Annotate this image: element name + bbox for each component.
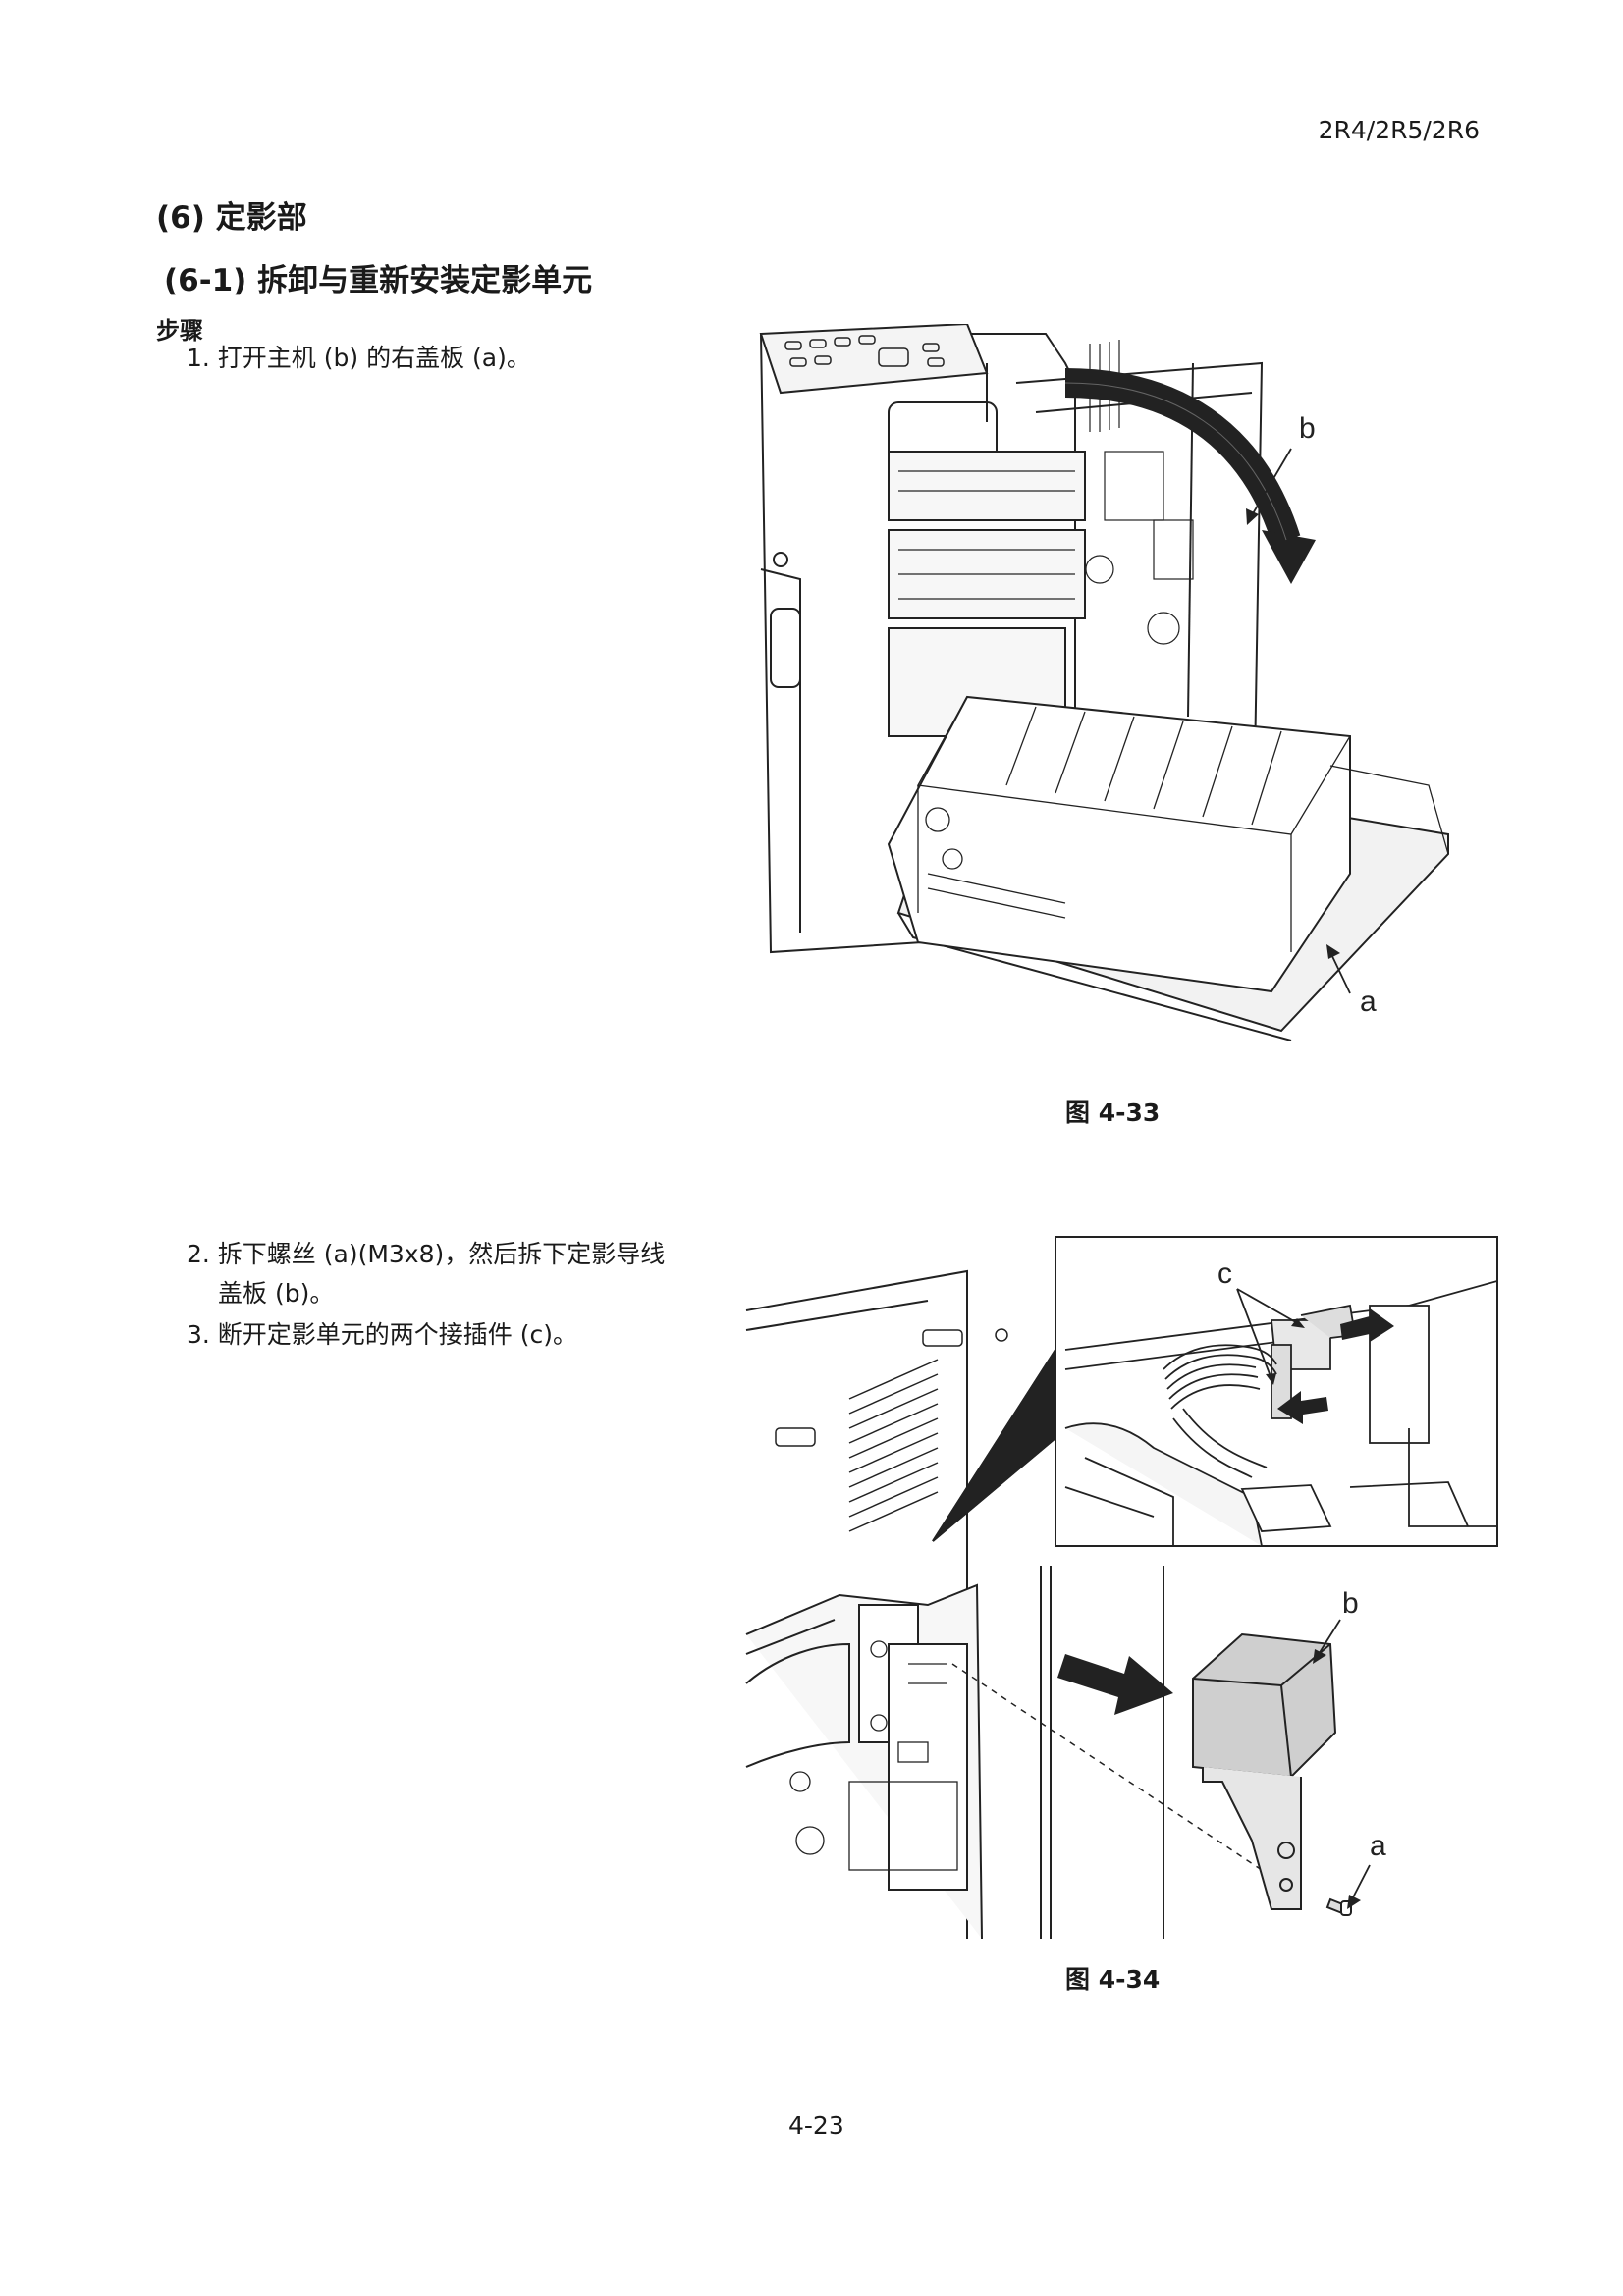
subsection-title: (6-1) 拆卸与重新安装定影单元 — [164, 263, 593, 298]
page-number: 4-23 — [788, 2111, 844, 2140]
figure-4-34-illustration: b a c — [745, 1236, 1498, 1939]
label-b: b — [1299, 412, 1316, 445]
label-b: b — [1342, 1587, 1359, 1620]
label-c: c — [1217, 1257, 1232, 1290]
inset-detail: c — [1055, 1236, 1498, 1547]
figure-4-34-caption: 图 4-34 — [1065, 1965, 1161, 1994]
figure-4-33-illustration: b a — [759, 324, 1449, 1041]
figure-4-33-caption: 图 4-33 — [1065, 1098, 1161, 1127]
section-title: (6) 定影部 — [156, 200, 307, 236]
model-number: 2R4/2R5/2R6 — [1318, 116, 1480, 144]
step-2-line-1: 2. 拆下螺丝 (a)(M3x8)，然后拆下定影导线 — [187, 1240, 666, 1268]
step-2: 2. 拆下螺丝 (a)(M3x8)，然后拆下定影导线 盖板 (b)。 — [187, 1235, 722, 1313]
label-a: a — [1370, 1830, 1386, 1862]
label-a: a — [1360, 986, 1377, 1018]
step-2-line-2: 盖板 (b)。 — [218, 1279, 335, 1308]
procedure-label: 步骤 — [156, 317, 203, 345]
step-3: 3. 断开定影单元的两个接插件 (c)。 — [187, 1320, 577, 1349]
step-1: 1. 打开主机 (b) 的右盖板 (a)。 — [187, 344, 531, 372]
